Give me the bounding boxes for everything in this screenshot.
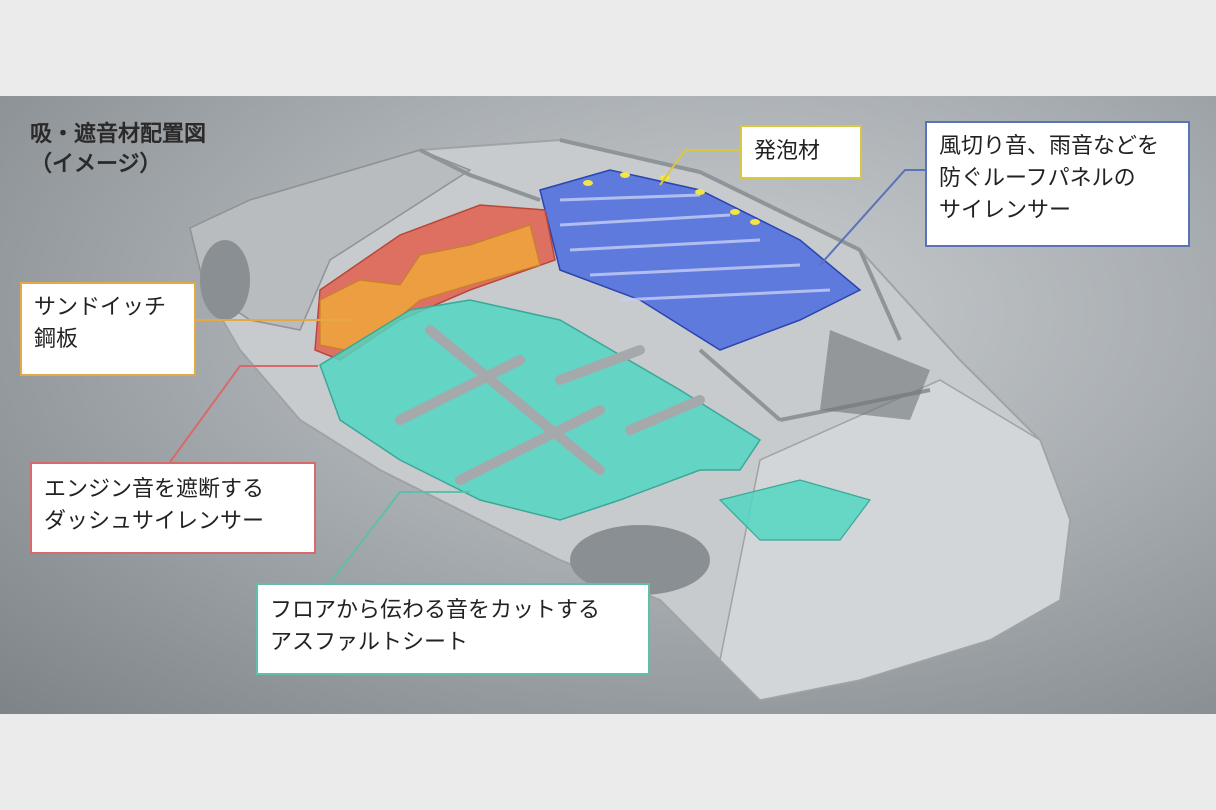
callout-foam: 発泡材: [740, 125, 862, 179]
top-margin: [0, 0, 1216, 96]
asphalt-sheet-rear: [718, 479, 872, 541]
leader-foam: [659, 149, 740, 186]
front-wheel-well: [200, 240, 250, 320]
leader-wind: [819, 169, 925, 266]
callout-asphalt-line-1: フロアから伝わる音をカットする: [270, 598, 601, 623]
callout-sandwich-steel: サンドイッチ 鋼板: [20, 282, 196, 376]
foam-markers: [583, 172, 760, 225]
callout-asphalt-sheet: フロアから伝わる音をカットする アスファルトシート: [256, 583, 650, 675]
callout-roof-line-1: 風切り音、雨音などを: [939, 134, 1160, 159]
title-line-2: （イメージ）: [30, 152, 162, 177]
title-line-1: 吸・遮音材配置図: [30, 122, 207, 147]
leader-dash: [169, 365, 318, 463]
callout-dash-silencer: エンジン音を遮断する ダッシュサイレンサー: [30, 462, 316, 554]
callout-dash-line-1: エンジン音を遮断する: [44, 477, 265, 502]
car-body-diagram: [169, 138, 1072, 702]
callout-roof-silencer: 風切り音、雨音などを 防ぐルーフパネルの サイレンサー: [925, 121, 1190, 247]
callout-dash-line-2: ダッシュサイレンサー: [44, 509, 265, 534]
callout-roof-line-2: 防ぐルーフパネルの: [939, 166, 1136, 191]
rear-opening: [820, 330, 930, 420]
callout-foam-text: 発泡材: [754, 139, 821, 164]
callout-asphalt-line-2: アスファルトシート: [270, 630, 469, 655]
callout-sandwich-line-2: 鋼板: [34, 327, 79, 352]
diagram-title: 吸・遮音材配置図 （イメージ）: [30, 120, 206, 180]
leader-asphalt: [329, 491, 470, 584]
callout-roof-line-3: サイレンサー: [939, 198, 1072, 223]
callout-sandwich-line-1: サンドイッチ: [34, 295, 167, 320]
rear-structure: [719, 379, 1071, 701]
roof-silencer-area: [539, 169, 862, 351]
asphalt-sheet-area: [319, 299, 762, 521]
rear-wheel-well: [570, 525, 710, 595]
bottom-margin: [0, 714, 1216, 810]
